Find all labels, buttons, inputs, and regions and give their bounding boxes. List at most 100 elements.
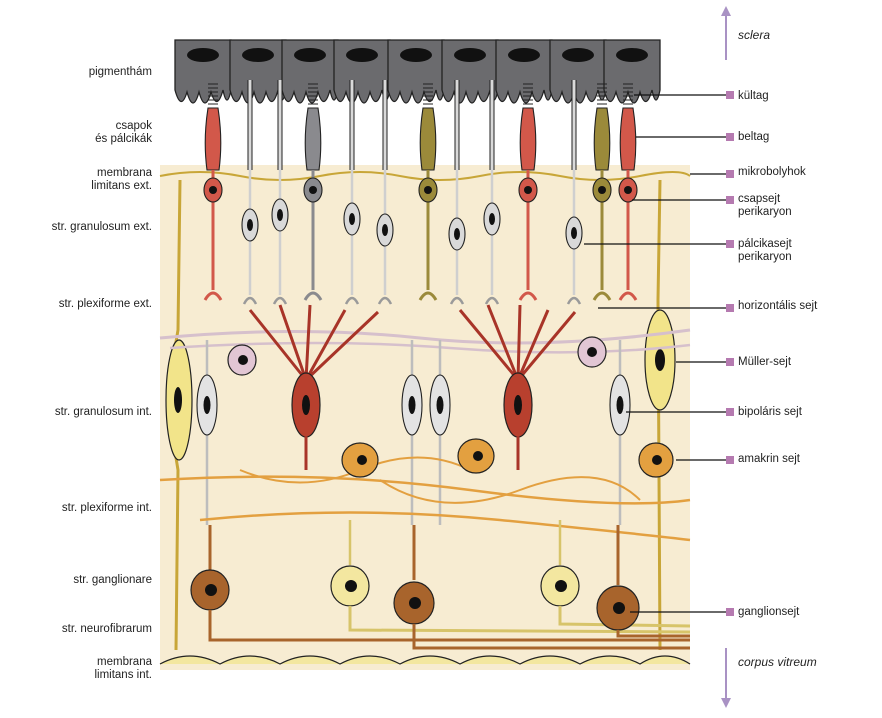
label-mikrobolyhok: mikrobolyhok (738, 166, 806, 178)
cone-pedicle (418, 291, 438, 301)
ganglion-nucleus (613, 602, 625, 614)
ganglion-axon (412, 624, 690, 650)
label-membrana-limitans-ext: membrana limitans ext. (91, 167, 152, 192)
cone-inner-segment (593, 107, 611, 171)
muller-cell (656, 179, 662, 651)
bipolar-nucleus (514, 395, 522, 415)
rod-spherule (377, 296, 393, 305)
label-pigmentham: pigmenthám (88, 66, 152, 78)
rod-spherule (484, 296, 500, 305)
rod-spherule (272, 296, 288, 305)
label-kultag: kültag (738, 90, 769, 102)
rod-nucleus (454, 228, 460, 240)
cone-pedicle (592, 291, 612, 301)
pigment-nucleus (294, 48, 326, 62)
horizontal-nucleus (238, 355, 248, 365)
ganglion-nucleus (345, 580, 357, 592)
plexiform-fiber (199, 511, 691, 542)
ganglion-axon (558, 606, 691, 628)
pigment-nucleus (508, 48, 540, 62)
horizontal-cells (159, 328, 691, 376)
rod-bipolar-cells (196, 340, 631, 525)
label-horizontalis-sejt: horizontális sejt (738, 300, 818, 312)
label-csapsejt-perikaryon: csapsejt perikaryon (738, 193, 792, 218)
cone-nucleus (309, 186, 317, 194)
label-palcikasejt-perikaryon: pálcikasejt perikaryon (738, 238, 792, 263)
vitreum-arrowhead (721, 698, 731, 708)
horizontal-fiber (169, 341, 691, 354)
bipolar-cells (248, 304, 577, 470)
label-sclera: sclera (738, 28, 771, 42)
rod-nucleus (247, 219, 253, 231)
rod-nucleus (382, 224, 388, 236)
rod-bipolar-nucleus (408, 396, 416, 414)
cone-pedicle (618, 291, 638, 301)
rod-bipolar-nucleus (203, 396, 211, 414)
photoreceptors (203, 80, 638, 305)
axis-arrows (721, 6, 731, 708)
label-ganglionsejt: ganglionsejt (738, 606, 800, 618)
pointer-marker (726, 196, 734, 204)
pointer-marker (726, 304, 734, 312)
ganglion-axon (348, 606, 691, 634)
cone-inner-segment (519, 107, 537, 171)
label-str-neurofibrarum: str. neurofibrarum (61, 623, 152, 635)
bipolar-dendrites (248, 304, 380, 382)
rod-spherule (242, 296, 258, 305)
muller-nucleus (174, 387, 182, 413)
rod-nucleus (571, 227, 577, 239)
cone-inner-segment (619, 107, 637, 171)
ganglion-nucleus (205, 584, 217, 596)
label-str-ganglionare: str. ganglionare (73, 574, 152, 586)
bipolar-dendrites (458, 304, 577, 381)
pointer-marker (726, 408, 734, 416)
cone-pedicle (203, 291, 223, 301)
rod-nucleus (349, 213, 355, 225)
amacrine-nucleus (357, 455, 367, 465)
pointer-marker (726, 133, 734, 141)
label-str-plexiforme-ext: str. plexiforme ext. (58, 298, 152, 310)
pigment-nucleus (242, 48, 274, 62)
ganglion-nucleus (409, 597, 421, 609)
cone-nucleus (524, 186, 532, 194)
cone-nucleus (624, 186, 632, 194)
cone-nucleus (209, 186, 217, 194)
cone-inner-segment (204, 107, 222, 171)
rod-spherule (344, 296, 360, 305)
rod-spherule (449, 296, 465, 305)
pointer-lines (584, 91, 734, 616)
label-str-plexiforme-int: str. plexiforme int. (61, 502, 152, 514)
cone-nucleus (598, 186, 606, 194)
amacrine-nucleus (473, 451, 483, 461)
cone-inner-segment (304, 107, 322, 171)
plexiform-fiber (159, 475, 691, 505)
muller-nucleus (655, 349, 665, 371)
pointer-marker (726, 456, 734, 464)
label-beltag: beltag (738, 131, 770, 143)
ganglion-axon (616, 630, 690, 638)
pigment-nucleus (454, 48, 486, 62)
rod-spherule (566, 296, 582, 305)
amacrine-nucleus (652, 455, 662, 465)
ganglion-cells (190, 520, 691, 650)
cone-pedicle (518, 291, 538, 301)
label-membrana-limitans-int: membrana limitans int. (94, 656, 152, 681)
label-str-granulosum-int: str. granulosum int. (54, 406, 152, 418)
sclera-arrowhead (721, 6, 731, 16)
cone-pedicle (303, 291, 323, 301)
rod-bipolar-nucleus (436, 396, 444, 414)
rod-nucleus (277, 209, 283, 221)
pigment-nucleus (562, 48, 594, 62)
ganglion-nucleus (555, 580, 567, 592)
label-bipolaris-sejt: bipoláris sejt (738, 406, 802, 418)
label-muller-sejt: Müller-sejt (738, 356, 792, 368)
rod-nucleus (489, 213, 495, 225)
pointer-marker (726, 608, 734, 616)
pigment-epithelium (174, 39, 661, 104)
plexiform-fiber (379, 476, 641, 504)
ganglion-axon (208, 610, 690, 642)
cone-nucleus (424, 186, 432, 194)
label-corpus-vitreum: corpus vitreum (738, 655, 817, 669)
rod-bipolar-nucleus (616, 396, 624, 414)
